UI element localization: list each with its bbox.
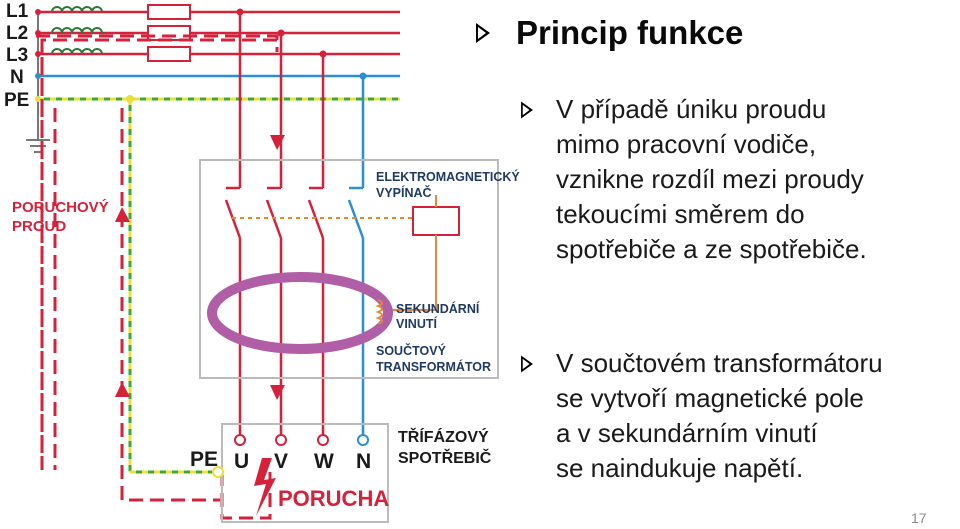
bus-l1 [38,4,400,20]
bullet-text: V případě úniku proudu mimo pracovní vod… [556,94,867,264]
bus-l3 [38,46,400,62]
secondary-label-1: SEKUNDÁRNÍ [396,301,480,316]
phase-conductor-l3 [319,50,327,440]
label-l1: L1 [6,1,29,22]
breaker-label-2: VYPÍNAČ [376,185,432,200]
consumer-label-2: SPOTŘEBIČ [398,448,492,467]
bullet-item: V případě úniku proudu mimo pracovní vod… [520,92,960,267]
trip-relay [412,206,460,236]
neutral-conductor [359,72,367,440]
label-n: N [10,67,24,88]
breaker-housing [199,159,499,379]
label-pe: PE [4,90,29,111]
slide-title-text: Princip funkce [516,14,744,51]
lightning-icon [254,458,276,516]
terminal-u: U [234,450,249,473]
switch-contacts [224,186,365,239]
pe-conductor [126,95,218,474]
ground-icon [26,139,50,153]
secondary-label-2: VINUTÍ [396,316,438,331]
bullet-text: V součtovém transformátoru se vytvoří ma… [556,348,883,483]
label-l3: L3 [6,45,28,66]
terminal-w: W [314,450,334,473]
slide-title: Princip funkce [476,14,743,52]
transformer-label-2: TRANSFORMÁTOR [376,359,491,374]
arrow-bullet-icon [476,23,490,43]
fault-current-label-1: PORUCHOVÝ [12,198,109,216]
label-l2: L2 [6,23,28,44]
fault-label: PORUCHA [278,486,389,511]
secondary-coil [375,299,383,325]
terminal-pe: PE [190,448,218,471]
fault-current-path-2 [53,108,220,502]
fault-arrow-icon [115,135,285,400]
bus-l2 [38,25,400,41]
breaker-label-1: ELEKTROMAGNETICKÝ [376,169,520,184]
transformer-label-1: SOUČTOVÝ [376,343,447,358]
terminal-n: N [356,450,371,473]
arrow-bullet-icon [521,355,533,373]
fault-current-label-2: PROUD [12,218,66,235]
summation-transformer-toroid [207,272,393,354]
bullet-item: V součtovém transformátoru se vytvoří ma… [520,346,960,486]
page-number: 17 [911,510,927,526]
consumer-label-1: TŘÍFÁZOVÝ [398,427,489,446]
arrow-bullet-icon [521,101,533,119]
terminal-v: V [274,450,288,473]
phase-conductor-l2 [277,29,285,440]
phase-conductor-l1 [236,8,244,440]
